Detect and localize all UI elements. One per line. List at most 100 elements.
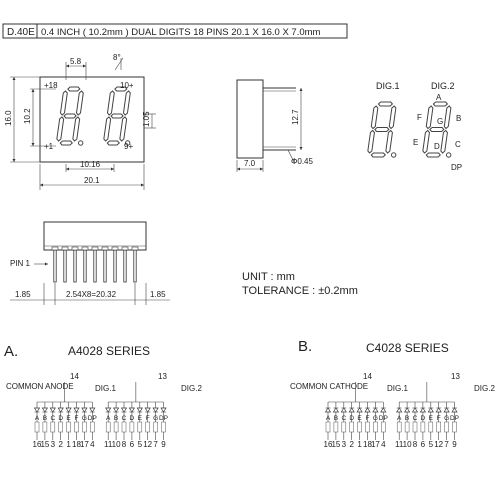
diode-symbol [128,407,136,413]
segment-box [420,421,426,433]
segment-label: C [122,415,127,422]
pin-9-label: 9+ [124,142,133,151]
front-digit-2-segment-e [103,116,112,142]
pin-1-label: +1 [44,142,54,151]
pin-10-label: 10+ [120,81,134,90]
diode-symbol [348,407,355,413]
dim-digit-spacing: 10.16 [80,160,101,169]
segment-label: E [138,415,143,422]
segment-label: B [114,415,118,422]
pin-number: 9 [161,440,166,449]
pin-shoulder [71,246,79,251]
front-digit-1-dp [77,140,84,146]
seg-label-d: D [434,142,440,151]
diode-symbol [372,407,379,413]
segment-box [34,421,40,433]
segment-box [121,421,127,433]
segment-label: DP [379,415,388,422]
notes: UNIT : mm TOLERANCE : ±0.2mm [242,271,358,297]
pin-number: 15 [40,440,49,449]
segment-box [357,421,362,433]
seg-label-b: B [456,114,461,123]
segment-label: B [405,415,409,422]
seg-label-g: G [437,117,443,126]
side-dim-pin: Φ0.45 [291,157,314,166]
segment-label: C [50,415,55,422]
pin-number: 16 [324,440,333,449]
segment-label: E [357,415,362,422]
circuit-b-dig1-label: DIG.1 [387,384,408,393]
front-digits [56,86,131,146]
diode-symbol [89,407,96,413]
segment-label: B [334,415,338,422]
pin-shoulder [51,246,59,251]
pin-number: 10 [403,440,412,449]
description-box [36,23,348,39]
pin [133,249,137,283]
segment-box [66,421,71,433]
pin [123,249,127,283]
segment-label: DP [450,415,459,422]
front-digit-2-segment-c [119,116,128,142]
segment-label: F [437,415,441,422]
diode-symbol [144,407,151,413]
pin-shoulder [91,246,99,251]
dim-left: 1.85 [15,290,31,299]
pin [73,249,77,283]
front-digit-1-segment-f [59,90,68,116]
diagram-digit-2-dp [445,152,452,158]
segment-label: A [106,415,111,422]
front-digit-1-segment-c [72,116,81,142]
pin-18-label: +18 [44,81,58,90]
segment-box [349,421,354,433]
pin-number: 6 [130,440,135,449]
segment-label: D [349,415,354,422]
circuit-a-network: A16B15C3D2E1F18G17DP4A11B10C8D6E5F12G7DP… [33,382,168,449]
pin [63,249,67,283]
diode-symbol [73,407,80,413]
diode-symbol [435,407,442,413]
pin-shoulder [111,246,119,251]
diode-symbol [364,407,371,413]
segment-label: B [43,415,47,422]
circuit-a-common-pin-2: 13 [158,372,167,381]
diagram-digit-1-segment-b [388,105,397,130]
bottom-view: PIN 1 1.85 2.54X8=20.32 1.85 [10,221,170,305]
diode-symbol [57,407,64,413]
seg-label-dp: DP [451,163,462,172]
circuit-a-letter: A. [4,343,18,360]
circuit-b-common-label: COMMON CATHODE [290,382,368,391]
diode-symbol [105,407,112,413]
unit-note: UNIT : mm [242,271,295,283]
seg-label-c: C [455,140,461,149]
segment-box [325,421,331,433]
pin-number: 2 [349,440,354,449]
pin-number: 1 [357,440,362,449]
diode-symbol [396,407,403,413]
part-description: 0.4 INCH ( 10.2mm ) DUAL DIGITS 18 PINS … [41,27,321,38]
pin [103,249,107,283]
diode-symbol [356,407,363,413]
part-code: D.40E [7,27,35,38]
pin-number: 12 [143,440,152,449]
diode-symbol [136,407,143,413]
diode-symbol [49,407,56,413]
pin-number: 4 [90,440,95,449]
diode-symbol [427,407,434,413]
seg-label-a: A [436,93,442,102]
pin-number: 18 [72,440,81,449]
circuit-b: B. C4028 SERIES COMMON CATHODE 14 13 DIG… [290,338,495,449]
circuit-a-series: A4028 SERIES [68,344,150,358]
pin-number: 3 [51,440,56,449]
pin-number: 6 [421,440,426,449]
dim-right: 1.85 [150,290,166,299]
circuit-a-dig2-label: DIG.2 [181,384,202,393]
segment-box [365,421,370,433]
circuit-a: A. A4028 SERIES COMMON ANODE 14 13 DIG.1… [4,343,202,449]
diagram-digit-1-segment-d [370,152,386,158]
side-dim-height: 12.7 [291,109,300,125]
pin-row [51,246,139,283]
pin-number: 11 [104,440,113,449]
diagram-digit-2-segment-g [429,127,445,132]
pin-number: 3 [342,440,347,449]
